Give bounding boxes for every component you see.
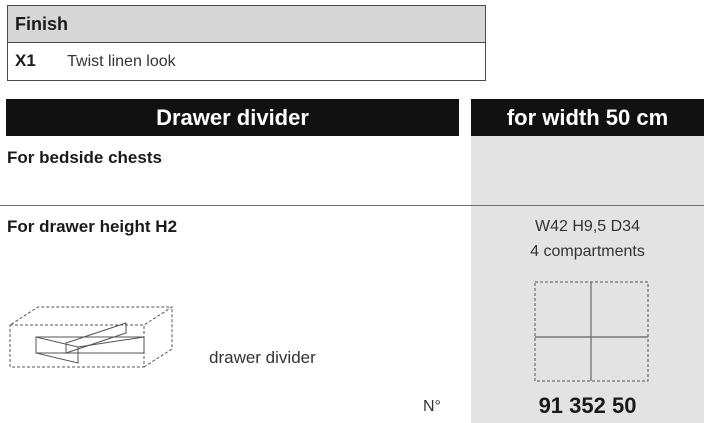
drawer-height-heading: For drawer height H2 <box>7 217 178 236</box>
compartment-diagram <box>534 281 649 382</box>
finish-heading: Finish <box>8 6 485 43</box>
finish-code: X1 <box>15 51 36 70</box>
item-label: drawer divider <box>209 348 316 367</box>
article-number: 91 352 50 <box>538 393 637 418</box>
finish-table: Finish X1 Twist linen look <box>7 5 486 81</box>
bedside-heading: For bedside chests <box>7 148 162 167</box>
compartments-text: 4 compartments <box>530 243 645 260</box>
section-title: Drawer divider <box>6 99 459 136</box>
finish-name: Twist linen look <box>67 53 176 70</box>
width-column <box>471 136 704 423</box>
finish-row: X1 Twist linen look <box>8 43 485 80</box>
section-divider <box>0 205 704 206</box>
width-title: for width 50 cm <box>471 99 704 136</box>
dimensions-text: W42 H9,5 D34 <box>535 218 640 235</box>
drawer-divider-sketch <box>8 306 174 368</box>
number-label: N° <box>423 398 441 415</box>
